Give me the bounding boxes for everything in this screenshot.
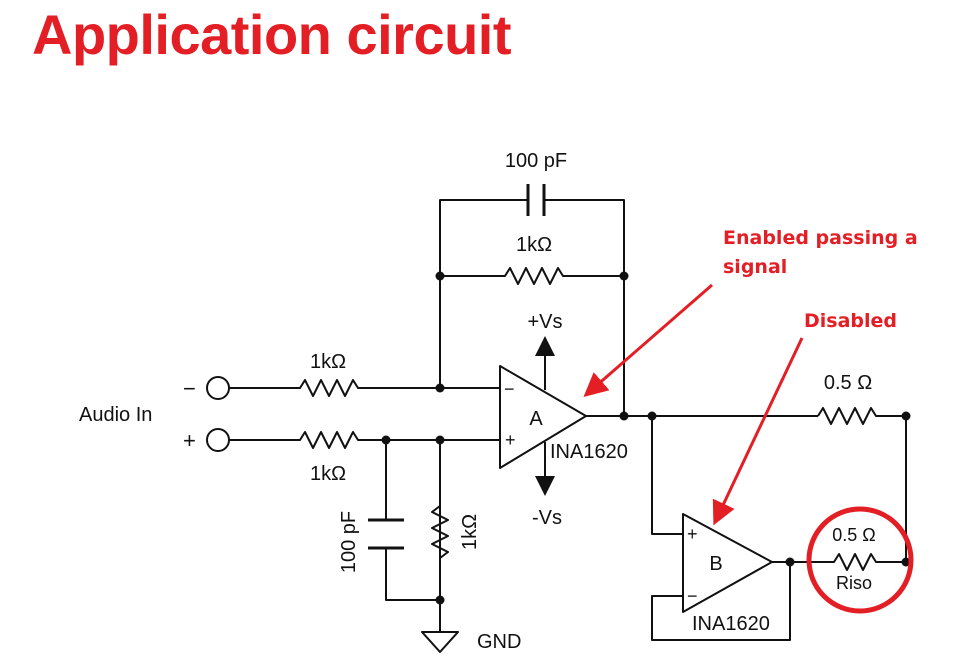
vs-neg-label: -Vs xyxy=(532,507,562,529)
enabled-arrow xyxy=(583,283,713,397)
res-ground-label: 1kΩ xyxy=(459,514,481,550)
opamp-b-body xyxy=(682,513,773,613)
annotation-disabled: Disabled xyxy=(804,310,897,332)
minus-terminal-label: − xyxy=(183,376,196,401)
junction-dot xyxy=(435,383,445,393)
audio-in-label: Audio In xyxy=(79,404,152,426)
res-out-bottom-label: 0.5 Ω xyxy=(832,525,875,545)
cap-feedback-label: 100 pF xyxy=(505,150,567,172)
opamp-b-minus-label: − xyxy=(687,586,698,606)
res-out-top xyxy=(817,407,907,562)
opamp-b-name: B xyxy=(709,553,722,575)
junction-dot xyxy=(619,271,629,281)
junction-dot xyxy=(619,411,629,421)
res-in-neg xyxy=(229,379,500,397)
res-in-pos xyxy=(229,431,500,449)
wire-opamp-b-in xyxy=(651,416,683,535)
annotation-enabled-line1: Enabled passing a xyxy=(723,227,918,249)
riso-highlight-circle xyxy=(806,506,914,614)
res-feedback xyxy=(440,267,624,285)
junction-dot xyxy=(901,411,911,421)
gnd-symbol xyxy=(421,600,459,653)
opamp-b-plus-label: + xyxy=(687,524,698,544)
res-out-bottom xyxy=(772,553,906,571)
res-ground xyxy=(431,505,449,559)
terminal-plus xyxy=(206,428,230,452)
annotation-enabled-line2: signal xyxy=(723,256,787,278)
terminal-minus xyxy=(206,376,230,400)
wire-ground-net xyxy=(385,440,441,601)
junction-dot xyxy=(901,557,911,567)
opamp-a-part: INA1620 xyxy=(550,441,628,463)
res-in-neg-label: 1kΩ xyxy=(310,351,346,373)
opamp-a-plus-label: + xyxy=(505,430,516,450)
opamp-b-part: INA1620 xyxy=(692,613,770,635)
plus-terminal-label: + xyxy=(183,428,196,453)
res-in-pos-label: 1kΩ xyxy=(310,463,346,485)
disabled-arrow xyxy=(712,337,804,526)
junction-dot xyxy=(435,595,445,605)
junction-dot xyxy=(435,435,445,445)
opamp-a-minus-label: − xyxy=(504,379,515,399)
junction-dot xyxy=(381,435,391,445)
wire-opamp-b-feedback xyxy=(651,562,791,641)
junction-dot xyxy=(435,271,445,281)
wire-cap-feedback xyxy=(439,199,625,416)
page-title: Application circuit xyxy=(32,3,512,66)
cap-ground-label: 100 pF xyxy=(338,511,360,573)
res-out-top-label: 0.5 Ω xyxy=(824,372,872,394)
res-feedback-label: 1kΩ xyxy=(516,234,552,256)
vs-pos-label: +Vs xyxy=(527,311,562,333)
riso-label: Riso xyxy=(836,573,872,593)
opamp-a-body xyxy=(499,365,587,469)
gnd-label: GND xyxy=(477,631,521,653)
junction-dot xyxy=(785,557,795,567)
opamp-a-name: A xyxy=(529,408,543,430)
junction-dot xyxy=(647,411,657,421)
